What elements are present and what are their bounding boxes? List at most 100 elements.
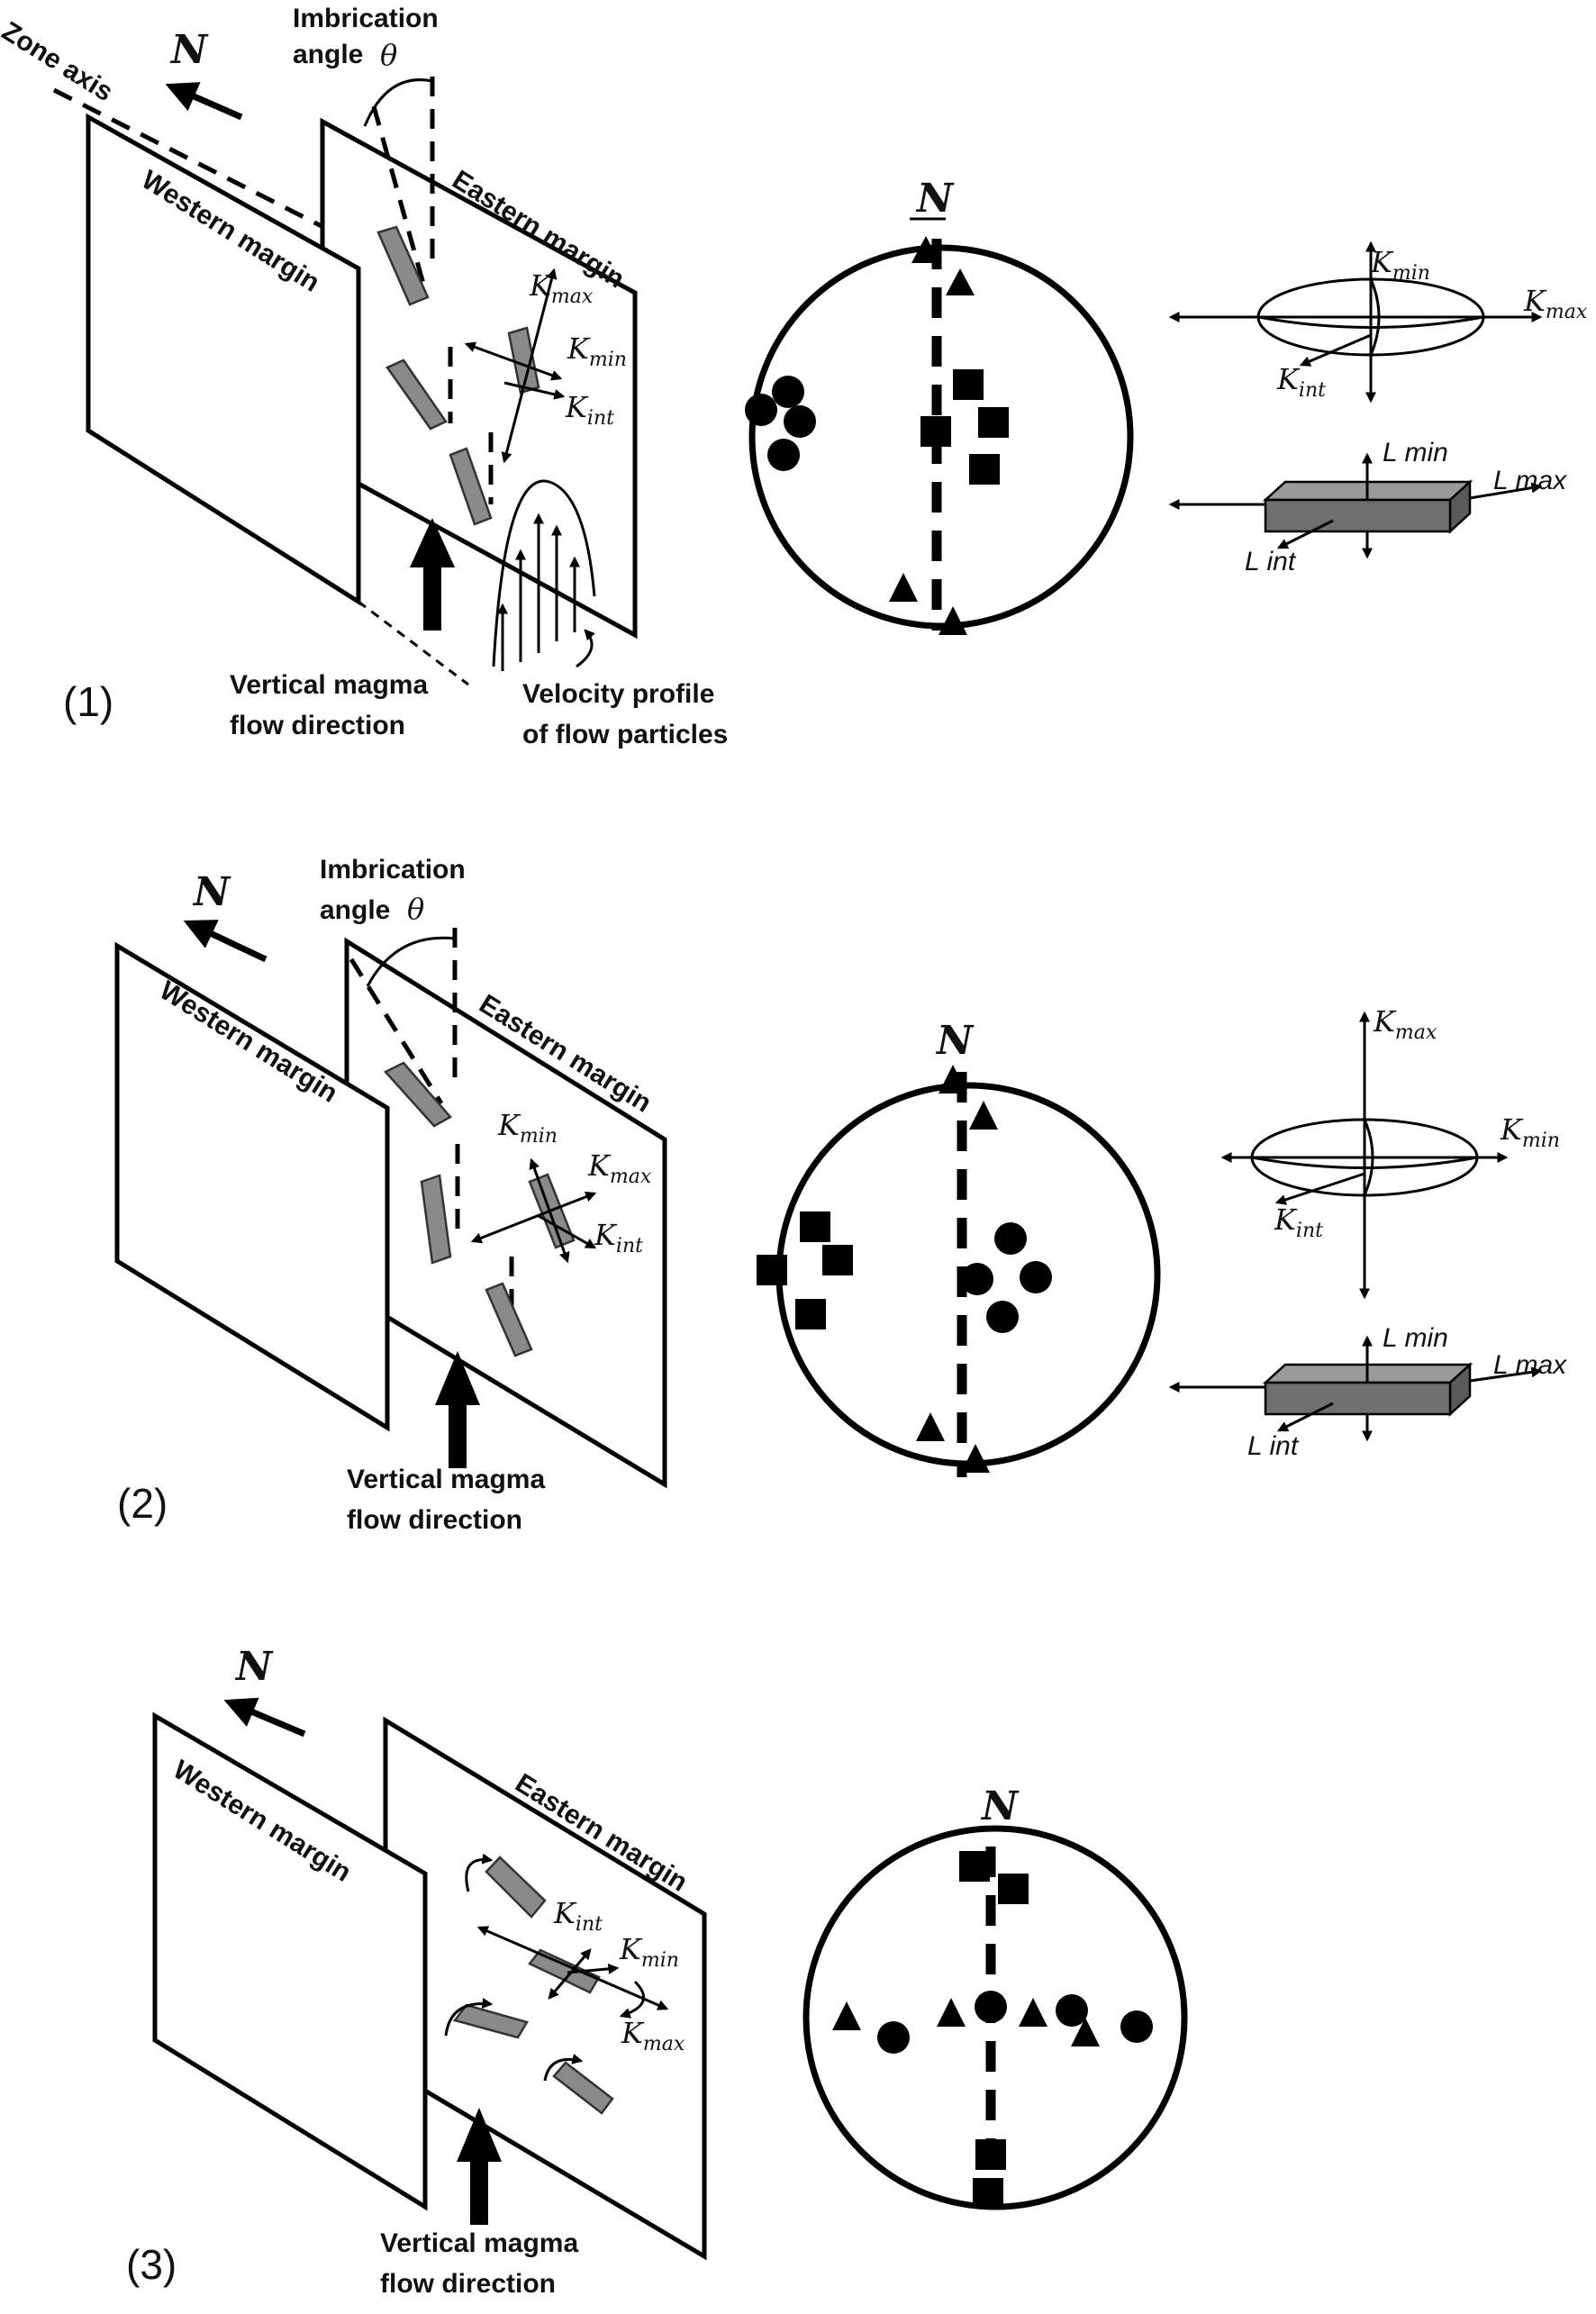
- western-margin-plate: [152, 1711, 428, 2211]
- western-margin-plate: [114, 941, 390, 1432]
- crystal-3: [485, 1282, 533, 1357]
- circle-symbol: [767, 439, 800, 471]
- magma-flow-arrow-icon: [410, 518, 455, 631]
- triangle-symbol: [1071, 2018, 1100, 2046]
- kmin-label: Kmin: [619, 1932, 679, 1972]
- crystal-3: [449, 447, 493, 526]
- flow-label-line2: flow direction: [230, 711, 405, 740]
- circle-symbol: [784, 405, 816, 438]
- flow-label-line2: flow direction: [347, 1505, 522, 1535]
- kmin-label: Kmin: [567, 331, 627, 371]
- crystal-3: [552, 2061, 614, 2115]
- stereonet-north-label: N: [980, 1783, 1020, 1829]
- kint-triangles: [832, 1998, 1100, 2046]
- kint-axis-arrow: [538, 1214, 597, 1249]
- circle-symbol: [986, 1301, 1019, 1333]
- velocity-label-line2: of flow particles: [522, 720, 728, 749]
- kint-label: Kint: [553, 1896, 603, 1936]
- circle-symbol: [1120, 2010, 1153, 2043]
- velocity-callout: [576, 629, 595, 668]
- panel-number: (2): [117, 1480, 168, 1527]
- square-symbol: [959, 1851, 990, 1882]
- circle-symbol: [994, 1222, 1027, 1255]
- circle-symbol: [1056, 1994, 1088, 2027]
- square-symbol: [822, 1245, 853, 1275]
- circle-symbol: [961, 1263, 993, 1295]
- triangle-symbol: [939, 606, 967, 635]
- kmin-circles: [877, 1991, 1153, 2054]
- magma-flow-arrow-icon: [435, 1351, 480, 1468]
- ellipsoid-diagram: Kmin Kmax Kint: [1168, 240, 1588, 404]
- kmin-label: Kmin: [1370, 245, 1430, 285]
- north-arrow-icon: [223, 1697, 306, 1738]
- crystal-1: [485, 1856, 547, 1919]
- lmax-arrow-right: [1469, 482, 1543, 500]
- base-dash: [358, 600, 469, 686]
- square-symbol: [978, 407, 1009, 438]
- lint-label: L int: [1245, 547, 1297, 576]
- crystal-2: [420, 1174, 452, 1265]
- imbrication-label-line2: angle: [293, 40, 363, 69]
- panel-3: N Western margin Eastern margin Kint Kmi…: [126, 1644, 1188, 2299]
- triangle-symbol: [911, 236, 940, 263]
- square-symbol: [975, 2139, 1006, 2170]
- kmax-label: Kmax: [1373, 1004, 1437, 1044]
- triangle-symbol: [961, 1444, 990, 1473]
- lmax-label: L max: [1493, 1350, 1567, 1380]
- flow-label-line1: Vertical magma: [230, 670, 428, 700]
- triangle-symbol: [1019, 1998, 1047, 2027]
- north-label: N: [169, 27, 209, 73]
- kmax-label: Kmax: [587, 1148, 652, 1188]
- crystal-1: [376, 225, 430, 306]
- square-symbol: [920, 416, 951, 447]
- square-symbol: [757, 1255, 787, 1285]
- lmax-arrow-right: [1469, 1366, 1543, 1383]
- north-arrow-icon: [165, 82, 243, 121]
- square-symbol: [795, 1299, 826, 1329]
- imbrication-label-line2: angle: [320, 895, 390, 925]
- kmin-axis-arrow: [567, 1963, 620, 1974]
- kint-triangles: [916, 1065, 998, 1473]
- flow-label-line1: Vertical magma: [380, 2228, 578, 2258]
- kint-label: Kint: [594, 1218, 643, 1257]
- theta-symbol: θ: [380, 38, 397, 72]
- lmin-label: L min: [1383, 438, 1448, 467]
- rotation-arrow-icon: [444, 1997, 494, 2037]
- velocity-profile-curve: [492, 479, 596, 667]
- kint-label: Kint: [1276, 362, 1326, 402]
- imbrication-arc: [363, 78, 433, 127]
- circle-symbol: [975, 1991, 1007, 2023]
- block-front-face: [1264, 498, 1452, 533]
- kmin-label: Kmin: [1500, 1112, 1560, 1152]
- panel-number: (1): [63, 678, 113, 725]
- triangle-symbol: [939, 1065, 967, 1093]
- kmin-circles: [961, 1222, 1052, 1333]
- triangle-symbol: [832, 2001, 861, 2030]
- lint-arrow: [1276, 519, 1334, 549]
- kint-label: Kint: [565, 390, 614, 430]
- kint-axis-arrow: [503, 381, 566, 400]
- western-margin-plate: [86, 113, 361, 606]
- circle-symbol: [745, 394, 777, 426]
- theta-symbol: θ: [407, 892, 424, 926]
- kmax-label: Kmax: [621, 2016, 685, 2055]
- panel-1: N Zone axis Western margin Eastern margi…: [0, 4, 1588, 749]
- kint-axis-arrow: [1274, 1172, 1365, 1205]
- stereonet-north-label: N: [935, 1018, 975, 1064]
- block-front-face: [1264, 1381, 1452, 1416]
- rotation-arrow-icon: [465, 1853, 494, 1892]
- kmax-label: Kmax: [529, 268, 594, 308]
- imbrication-arc: [366, 936, 456, 987]
- lmin-label: L min: [1383, 1323, 1448, 1353]
- kmax-squares: [757, 1211, 853, 1329]
- circle-symbol: [877, 2021, 910, 2054]
- grain-block-diagram: L min L max L int: [1168, 438, 1567, 576]
- kmax-squares: [959, 1851, 1029, 2209]
- imbrication-label-line1: Imbrication: [320, 855, 466, 885]
- triangle-symbol: [889, 573, 918, 602]
- triangle-symbol: [916, 1412, 945, 1441]
- circle-symbol: [772, 376, 804, 408]
- triangle-symbol: [937, 1998, 966, 2027]
- square-symbol: [969, 454, 1000, 485]
